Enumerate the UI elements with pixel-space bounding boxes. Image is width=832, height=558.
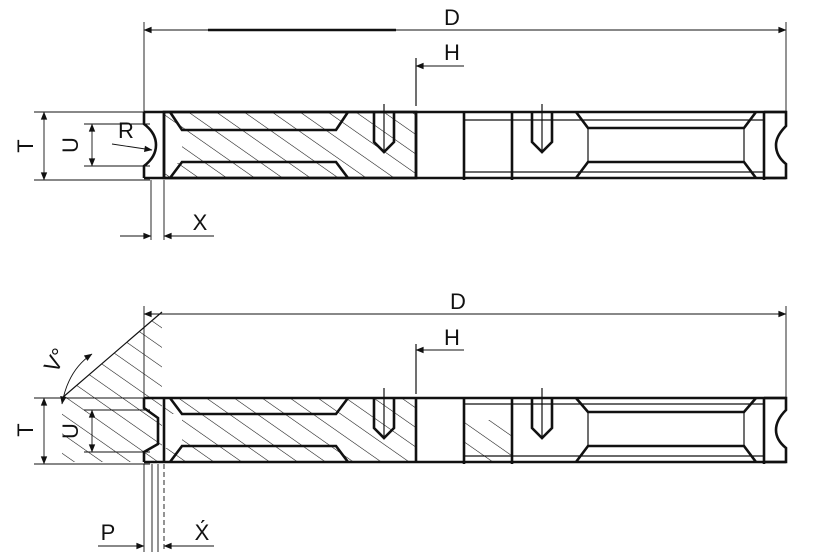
profile-right-bottom [764,396,788,464]
label-r-top: R [118,118,134,143]
label-x-bottom: X́ [195,520,210,545]
label-x-top: X [193,210,208,235]
label-u-top: U [58,137,83,153]
profile-right-top [764,110,788,180]
label-t-bottom: T [13,423,38,436]
dimension-d-top: D [143,5,787,112]
dimension-t-bottom: T [13,397,150,465]
dimension-t-top: T [13,111,150,181]
dimension-p-bottom: P [98,464,153,552]
dimension-u-top: U [58,123,150,167]
label-h-bottom: H [444,325,460,350]
hatched-chamfer-bottom [62,312,162,462]
dimension-h-bottom: H [415,325,464,394]
top-view: D H T U R [13,5,788,240]
profile-groove-bottom [142,396,166,464]
dimension-x-bottom: X́ [157,464,214,552]
bottom-view: D H V° T U [13,289,788,552]
profile-groove-top [142,110,166,180]
label-v-bottom: V° [39,344,72,377]
label-u-bottom: U [58,423,83,439]
dimension-x-top: X [120,180,214,240]
dimension-h-top: H [415,40,464,106]
body-outline-top [164,110,786,180]
inner-contour-bottom [168,397,758,463]
label-d-top: D [444,5,460,30]
label-h-top: H [444,40,460,65]
screw-hole-left-bottom [372,388,396,440]
dimension-d-bottom: D [143,289,787,398]
dimension-r-top: R [111,118,153,153]
body-outline-bottom [164,396,786,464]
screw-hole-right-bottom [530,388,554,440]
label-d-bottom: D [450,289,466,314]
hatched-section-right-bottom [464,420,512,462]
screw-hole-right-top [530,104,554,154]
label-t-top: T [13,139,38,152]
inner-contour-top [168,111,758,179]
hatched-section-bottom [164,398,416,462]
label-p-bottom: P [101,520,116,545]
screw-hole-left-top [372,104,396,154]
dimension-u-bottom: U [58,409,150,453]
